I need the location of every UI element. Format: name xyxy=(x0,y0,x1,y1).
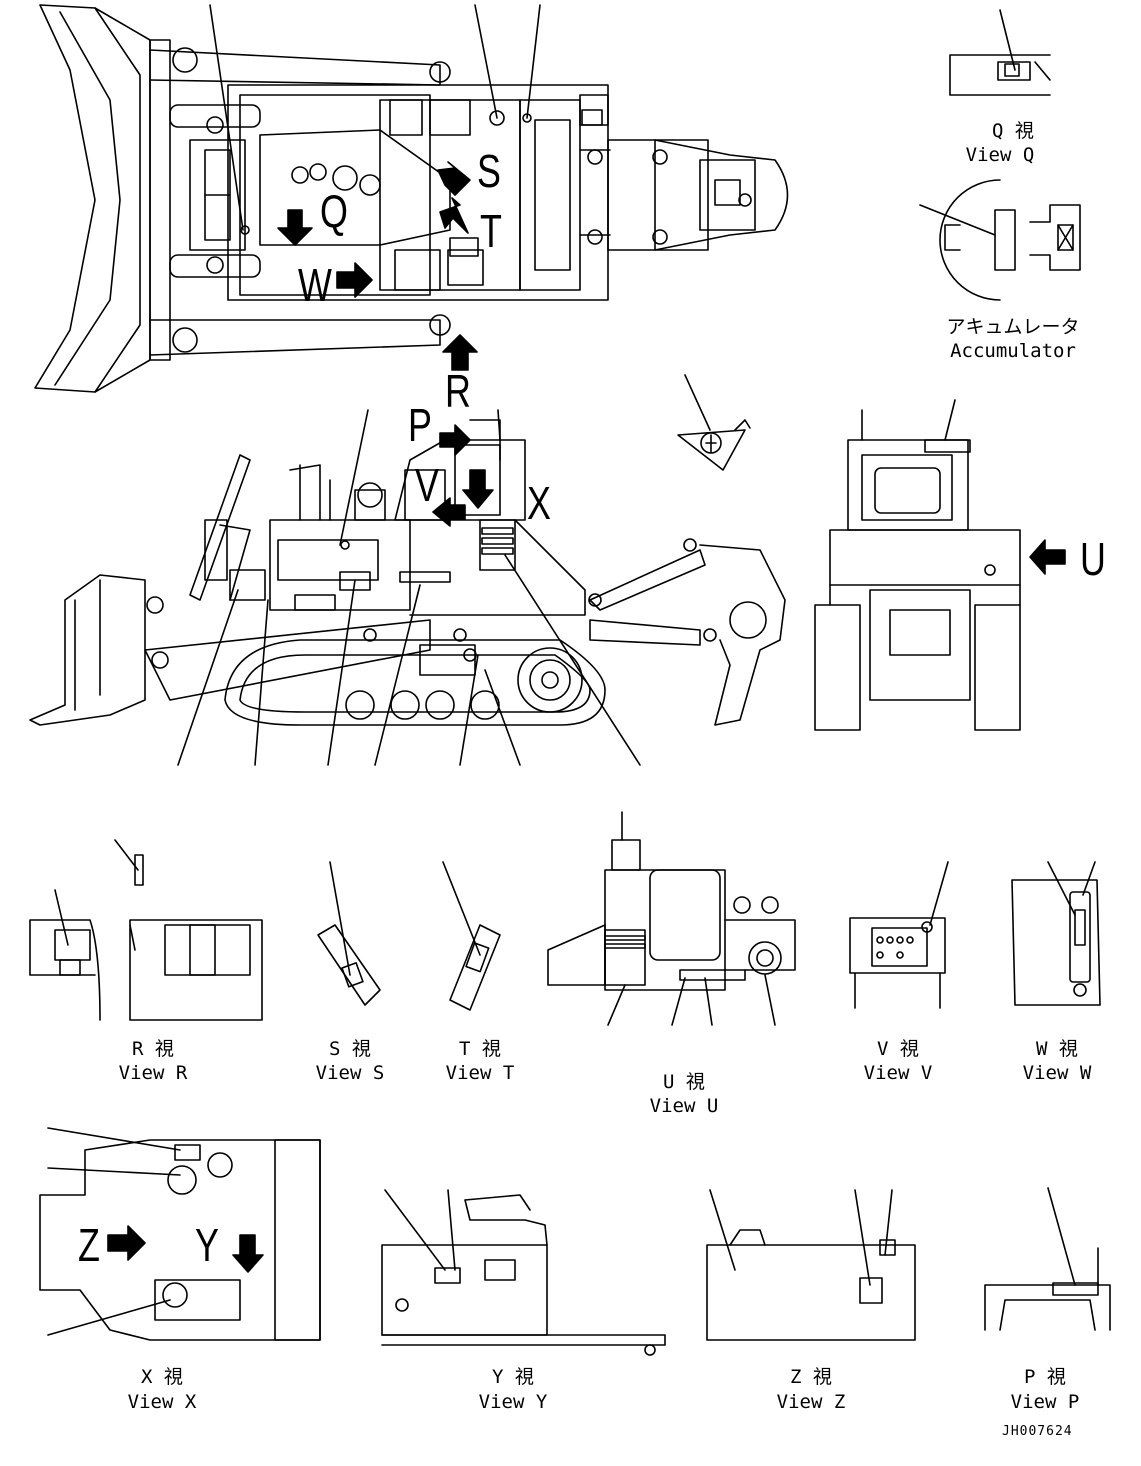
caption-accumulator-en: Accumulator xyxy=(950,340,1076,362)
caption-r-en: View R xyxy=(118,1062,188,1084)
view-q-drawing xyxy=(949,9,1051,96)
caption-z-en: View Z xyxy=(776,1391,846,1413)
caption-x-jp: X 視 xyxy=(141,1366,183,1388)
view-letter-z: Z xyxy=(78,1219,100,1271)
caption-y-jp: Y 視 xyxy=(492,1366,534,1388)
view-s-drawing xyxy=(317,861,381,1006)
view-t-drawing xyxy=(442,861,501,1011)
caption-u-en: View U xyxy=(649,1095,719,1117)
view-x-arrows xyxy=(107,1225,264,1273)
drawing-code: JH007624 xyxy=(1002,1424,1073,1439)
caption-v-en: View V xyxy=(863,1062,933,1084)
top-view-dozer xyxy=(34,4,789,393)
caption-r-jp: R 視 xyxy=(132,1038,174,1060)
view-letter-y: Y xyxy=(195,1219,219,1271)
hanging-tag-drawing xyxy=(677,374,751,471)
view-r-drawing xyxy=(29,839,263,1021)
caption-u-jp: U 視 xyxy=(663,1071,705,1093)
view-letter-x: X xyxy=(527,477,551,529)
view-x-drawing xyxy=(39,1127,321,1341)
view-letter-p: P xyxy=(408,399,432,451)
view-v-drawing xyxy=(849,861,949,1009)
caption-accumulator-jp: アキュムレータ xyxy=(946,316,1080,338)
caption-s-jp: S 視 xyxy=(329,1038,371,1060)
view-arrows-top xyxy=(277,161,478,371)
caption-x-en: View X xyxy=(127,1391,197,1413)
caption-t-jp: T 視 xyxy=(459,1038,501,1060)
view-letter-r: R xyxy=(445,365,471,417)
caption-p-en: View P xyxy=(1010,1391,1080,1413)
leader-lines-side xyxy=(177,409,641,766)
view-letter-s: S xyxy=(477,145,501,197)
view-z-drawing xyxy=(706,1189,916,1341)
view-p-drawing xyxy=(984,1187,1111,1331)
caption-y-en: View Y xyxy=(478,1391,548,1413)
leader-lines-top xyxy=(209,4,541,231)
caption-q-en: View Q xyxy=(965,144,1035,166)
side-view-dozer xyxy=(29,419,786,726)
accumulator-drawing xyxy=(919,179,1081,301)
view-letter-v: V xyxy=(415,459,439,511)
view-y-drawing xyxy=(381,1189,666,1356)
view-letter-t: T xyxy=(480,205,502,257)
view-arrows-side xyxy=(432,424,1066,575)
caption-v-jp: V 視 xyxy=(877,1038,919,1060)
caption-q-jp: Q 視 xyxy=(992,120,1034,142)
view-u-drawing xyxy=(547,811,796,1026)
rear-view-dozer xyxy=(814,399,1021,731)
caption-w-jp: W 視 xyxy=(1036,1038,1078,1060)
view-letter-w: W xyxy=(298,259,332,311)
caption-t-en: View T xyxy=(445,1062,515,1084)
view-letter-u: U xyxy=(1080,533,1106,585)
view-w-drawing xyxy=(1011,861,1101,1006)
caption-p-jp: P 視 xyxy=(1024,1366,1066,1388)
caption-w-en: View W xyxy=(1022,1062,1092,1084)
view-letter-q: Q xyxy=(320,185,348,237)
caption-s-en: View S xyxy=(315,1062,385,1084)
caption-z-jp: Z 視 xyxy=(790,1366,832,1388)
